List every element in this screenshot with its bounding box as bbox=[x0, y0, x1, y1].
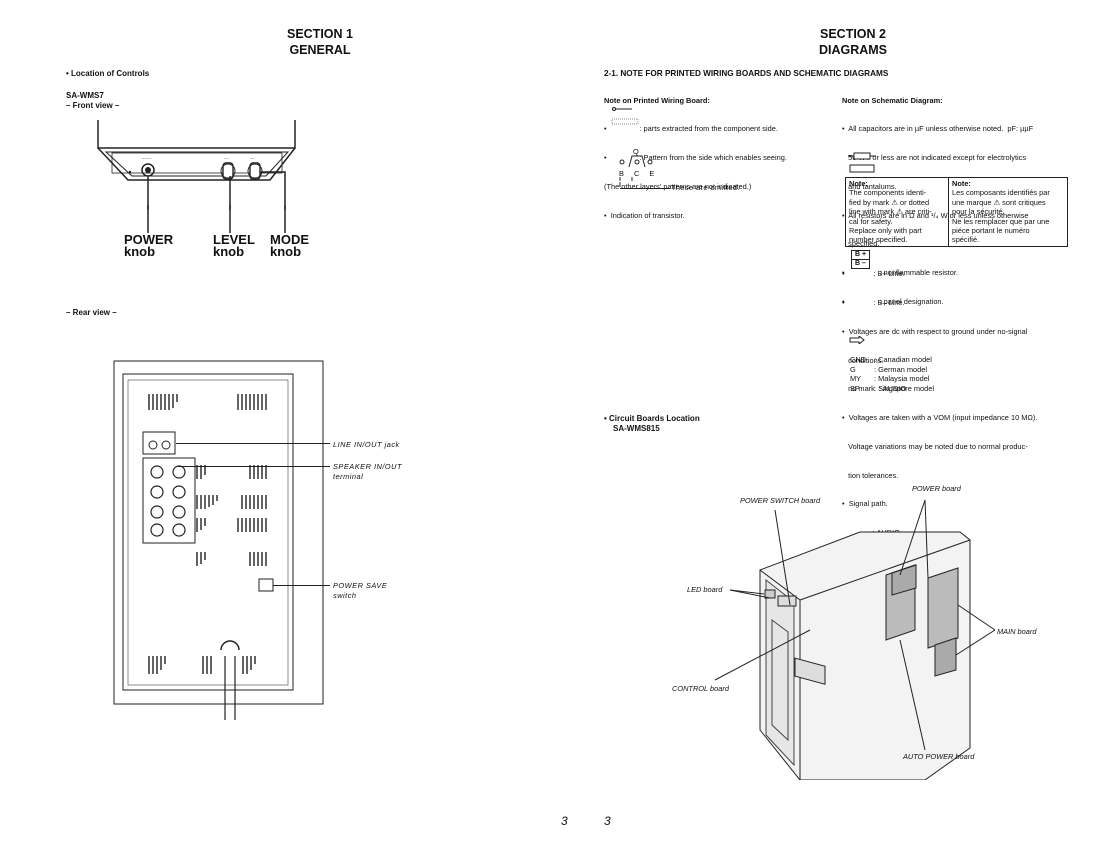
safety-note-fr: Note: Les composants identifiés par une … bbox=[948, 177, 1068, 247]
omitted-leader bbox=[620, 188, 670, 189]
speaker-leader bbox=[178, 466, 330, 467]
b-minus-box: B – bbox=[851, 259, 870, 269]
schematic-note-list-2: • : B+ Line. • : B– Line. • Voltages are… bbox=[842, 269, 1038, 566]
resistor-symbols bbox=[848, 152, 876, 173]
power-save-label: POWER SAVE switch bbox=[333, 581, 388, 600]
svg-text:~~: ~~ bbox=[224, 156, 229, 161]
safety-note-table: Note: The components identi- fied by mar… bbox=[845, 177, 1068, 247]
pwb-note-list: • : parts extracted from the component s… bbox=[604, 124, 787, 220]
power-knob-label: POWER knob bbox=[124, 232, 174, 259]
board-location-illustration bbox=[714, 499, 996, 780]
safety-note-en: Note: The components identi- fied by mar… bbox=[845, 177, 949, 247]
rear-view-label: – Rear view – bbox=[66, 308, 117, 317]
abbr-row: MY: Malaysia model bbox=[850, 374, 930, 384]
speaker-terminal-label: SPEAKER IN/OUT terminal bbox=[333, 462, 403, 481]
signal-path-arrow-icon bbox=[849, 336, 865, 344]
section-name: DIAGRAMS bbox=[818, 43, 888, 57]
right-page-number: 3 bbox=[604, 814, 611, 828]
svg-text:~~~~: ~~~~ bbox=[142, 156, 152, 161]
level-knob-label: LEVEL knob bbox=[213, 232, 255, 259]
auto-power-board-label: AUTO POWER board bbox=[903, 752, 975, 761]
abbr-row: SP: Singapore model bbox=[850, 383, 934, 393]
section-number: SECTION 2 bbox=[820, 27, 886, 41]
abbr-row: G: German model bbox=[850, 364, 927, 374]
pwb-symbols bbox=[611, 107, 639, 125]
section-number: SECTION 1 bbox=[287, 27, 353, 41]
left-page-number: 3 bbox=[561, 814, 568, 828]
line-jack-leader bbox=[176, 443, 330, 444]
omitted-label: These are omitted. bbox=[671, 183, 740, 192]
svg-text:~~: ~~ bbox=[250, 156, 255, 161]
schematic-note-title: Note on Schematic Diagram: bbox=[842, 96, 943, 105]
transistor-icon bbox=[619, 155, 653, 187]
power-board-label: POWER board bbox=[912, 484, 961, 493]
front-view-label: – Front view – bbox=[66, 101, 120, 110]
mode-knob-label: MODE knob bbox=[270, 232, 309, 259]
section-1-title: SECTION 1 GENERAL bbox=[270, 26, 370, 58]
abbr-row: CND: Canadian model bbox=[850, 355, 932, 364]
main-board-label: MAIN board bbox=[997, 627, 1037, 636]
rear-view-illustration bbox=[113, 360, 324, 720]
section-2-title: SECTION 2 DIAGRAMS bbox=[798, 26, 908, 58]
power-save-leader bbox=[273, 585, 330, 586]
section-name: GENERAL bbox=[289, 43, 351, 57]
power-switch-board-label: POWER SWITCH board bbox=[740, 496, 821, 505]
boards-location-heading: • Circuit Boards Location SA-WMS815 bbox=[604, 414, 700, 433]
transistor-pins: B C E bbox=[619, 169, 655, 178]
transistor-q-label: Q bbox=[633, 147, 639, 156]
line-jack-label: LINE IN/OUT jack bbox=[333, 440, 400, 449]
front-view-illustration: ~~~~ ~~ ~~ bbox=[97, 120, 296, 210]
model-label: SA-WMS7 bbox=[66, 91, 104, 100]
location-controls-heading: • Location of Controls bbox=[66, 69, 150, 78]
pwb-note-title: Note on Printed Wiring Board: bbox=[604, 96, 710, 105]
control-board-label: CONTROL board bbox=[672, 684, 729, 693]
led-board-label: LED board bbox=[687, 585, 723, 594]
knob-leader-lines bbox=[147, 205, 286, 233]
abbreviation-list: CND: Canadian model G: German model MY: … bbox=[850, 355, 934, 393]
note-heading: 2-1. NOTE FOR PRINTED WIRING BOARDS AND … bbox=[604, 69, 889, 78]
